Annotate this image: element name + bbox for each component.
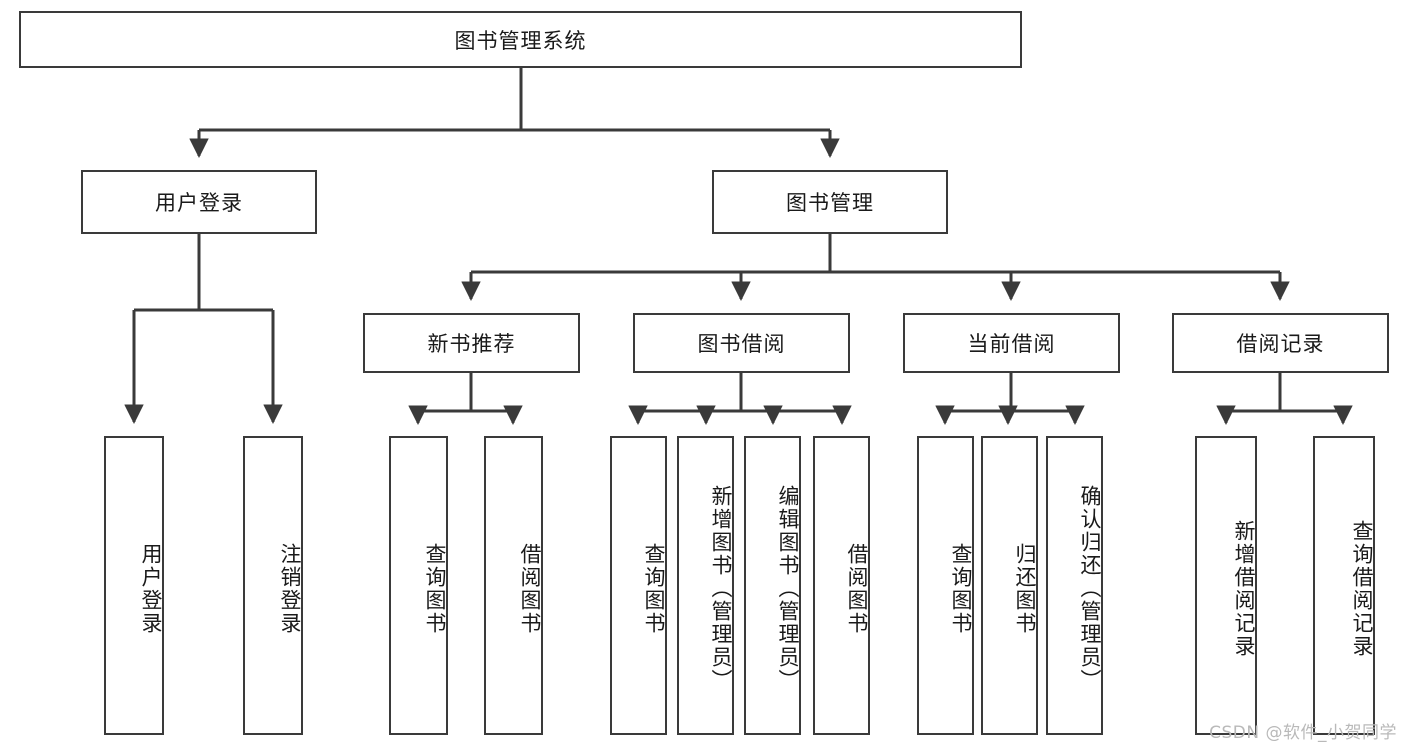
- node-book-management[interactable]: 图书管理: [712, 170, 948, 234]
- node-book-borrow-label: 图书借阅: [697, 332, 786, 356]
- leaf-borrow-add-book[interactable]: 新增图书（管理员）: [677, 436, 734, 735]
- leaf-borrow-edit-book[interactable]: 编辑图书（管理员）: [744, 436, 801, 735]
- node-user-login[interactable]: 用户登录: [81, 170, 317, 234]
- leaf-user-login[interactable]: 用户登录: [104, 436, 164, 735]
- leaf-newbook-borrow-book[interactable]: 借阅图书: [484, 436, 543, 735]
- leaf-record-query[interactable]: 查询借阅记录: [1313, 436, 1375, 735]
- node-user-login-label: 用户登录: [155, 191, 243, 215]
- leaf-current-confirm-return-label: 确认归还（管理员）: [1078, 485, 1102, 692]
- leaf-borrow-query-book[interactable]: 查询图书: [610, 436, 667, 735]
- node-current-borrow-label: 当前借阅: [967, 332, 1056, 356]
- leaf-record-add[interactable]: 新增借阅记录: [1195, 436, 1257, 735]
- leaf-user-login-label: 用户登录: [139, 542, 163, 635]
- leaf-record-query-label: 查询借阅记录: [1350, 519, 1374, 658]
- leaf-current-query-book[interactable]: 查询图书: [917, 436, 974, 735]
- leaf-user-logout-label: 注销登录: [278, 542, 302, 635]
- node-borrow-record-label: 借阅记录: [1236, 332, 1325, 356]
- node-new-book-recommend-label: 新书推荐: [427, 332, 516, 356]
- node-borrow-record[interactable]: 借阅记录: [1172, 313, 1389, 373]
- node-root[interactable]: 图书管理系统: [19, 11, 1022, 68]
- leaf-user-logout[interactable]: 注销登录: [243, 436, 303, 735]
- watermark: CSDN @软件_小贺同学: [1209, 723, 1397, 743]
- leaf-newbook-query-book-label: 查询图书: [423, 542, 447, 635]
- leaf-borrow-query-book-label: 查询图书: [642, 542, 666, 635]
- node-current-borrow[interactable]: 当前借阅: [903, 313, 1120, 373]
- leaf-current-return-book[interactable]: 归还图书: [981, 436, 1038, 735]
- node-book-borrow[interactable]: 图书借阅: [633, 313, 850, 373]
- leaf-borrow-add-book-label: 新增图书（管理员）: [709, 485, 733, 692]
- leaf-current-confirm-return[interactable]: 确认归还（管理员）: [1046, 436, 1103, 735]
- node-book-management-label: 图书管理: [786, 191, 874, 215]
- leaf-borrow-edit-book-label: 编辑图书（管理员）: [776, 485, 800, 692]
- leaf-borrow-borrow-book-label: 借阅图书: [845, 542, 869, 635]
- leaf-current-return-book-label: 归还图书: [1013, 542, 1037, 635]
- leaf-newbook-borrow-book-label: 借阅图书: [518, 542, 542, 635]
- leaf-current-query-book-label: 查询图书: [949, 542, 973, 635]
- leaf-newbook-query-book[interactable]: 查询图书: [389, 436, 448, 735]
- leaf-borrow-borrow-book[interactable]: 借阅图书: [813, 436, 870, 735]
- node-new-book-recommend[interactable]: 新书推荐: [363, 313, 580, 373]
- leaf-record-add-label: 新增借阅记录: [1232, 519, 1256, 658]
- node-root-label: 图书管理系统: [454, 28, 587, 53]
